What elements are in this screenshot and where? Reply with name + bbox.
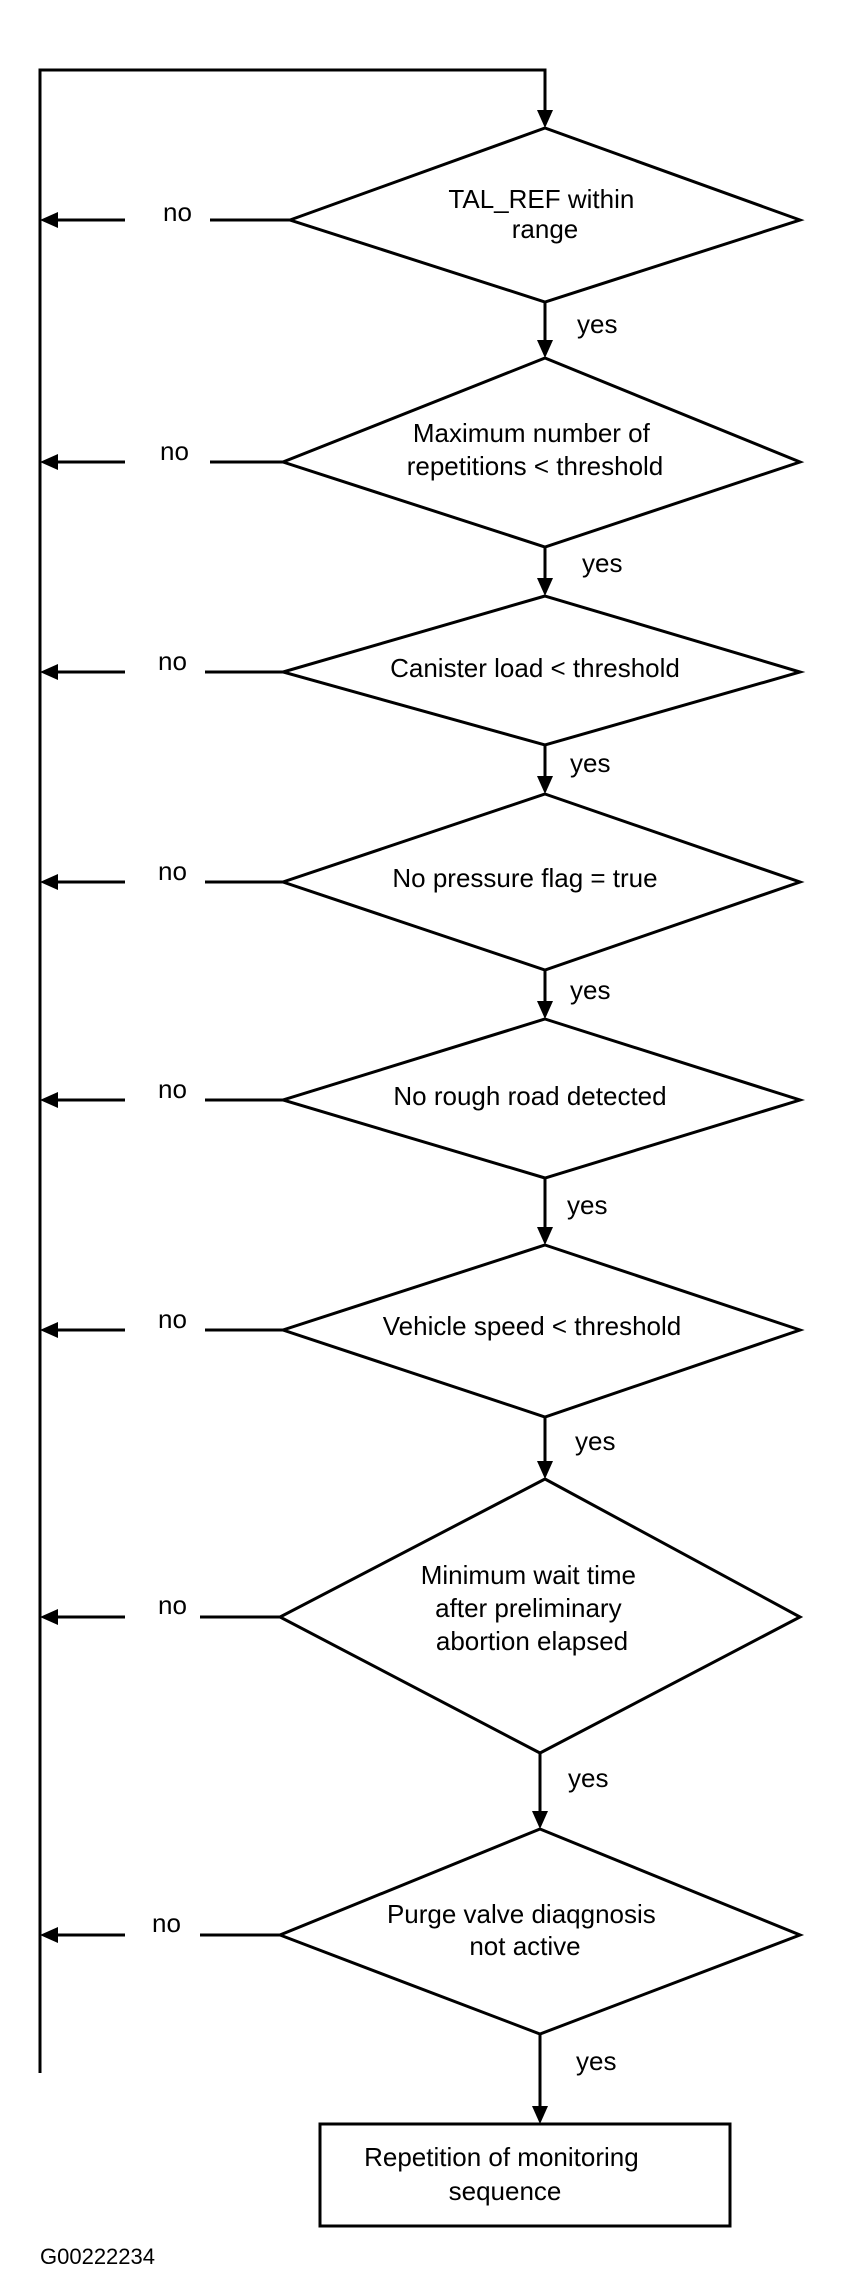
no-arrowhead bbox=[40, 1927, 58, 1943]
decision-minimum-wait-time: Minimum wait time after preliminary abor… bbox=[40, 1477, 804, 1829]
no-arrowhead bbox=[40, 1609, 58, 1625]
yes-arrowhead bbox=[537, 1461, 553, 1479]
decision-label: No rough road detected bbox=[393, 1081, 666, 1111]
decision-label: Purge valve diaqgnosis not active bbox=[387, 1899, 663, 1961]
decision-tal-ref-range: TAL_REF within range no yes bbox=[40, 126, 805, 358]
yes-arrowhead bbox=[537, 578, 553, 596]
no-arrowhead bbox=[40, 454, 58, 470]
decision-label: Maximum number of repetitions < threshol… bbox=[407, 418, 664, 481]
decision-max-repetitions: Maximum number of repetitions < threshol… bbox=[40, 356, 805, 596]
yes-arrowhead bbox=[532, 2106, 548, 2124]
process-label: Repetition of monitoring sequence bbox=[364, 2142, 646, 2206]
decision-label: Vehicle speed < threshold bbox=[383, 1311, 682, 1341]
yes-arrowhead bbox=[532, 1811, 548, 1829]
yes-arrowhead bbox=[537, 340, 553, 358]
decision-canister-load: Canister load < threshold no yes bbox=[40, 594, 806, 794]
yes-label: yes bbox=[568, 1763, 608, 1793]
no-arrowhead bbox=[40, 874, 58, 890]
no-label: no bbox=[158, 646, 187, 676]
yes-arrowhead bbox=[537, 1001, 553, 1019]
yes-label: yes bbox=[575, 1426, 615, 1456]
no-label: no bbox=[158, 1590, 187, 1620]
no-label: no bbox=[158, 856, 187, 886]
yes-label: yes bbox=[570, 975, 610, 1005]
loop-entry-arrowhead bbox=[537, 110, 553, 128]
decision-label: Minimum wait time after preliminary abor… bbox=[421, 1560, 643, 1656]
yes-label: yes bbox=[577, 309, 617, 339]
decision-label: Canister load < threshold bbox=[390, 653, 680, 683]
loop-back-line bbox=[38, 68, 547, 2073]
no-label: no bbox=[163, 197, 192, 227]
no-arrowhead bbox=[40, 664, 58, 680]
yes-label: yes bbox=[576, 2046, 616, 2076]
decision-purge-valve: Purge valve diaqgnosis not active no yes bbox=[40, 1827, 805, 2124]
yes-arrowhead bbox=[537, 1227, 553, 1245]
process-rect bbox=[318, 2122, 732, 2228]
no-arrowhead bbox=[40, 212, 58, 228]
decision-label: TAL_REF within range bbox=[448, 184, 641, 244]
end-process-box: Repetition of monitoring sequence bbox=[318, 2122, 732, 2228]
decision-label: No pressure flag = true bbox=[392, 863, 657, 893]
no-label: no bbox=[158, 1074, 187, 1104]
decision-no-pressure-flag: No pressure flag = true no yes bbox=[40, 792, 805, 1019]
no-label: no bbox=[158, 1304, 187, 1334]
no-label: no bbox=[152, 1908, 181, 1938]
yes-label: yes bbox=[570, 748, 610, 778]
decision-rough-road: No rough road detected no yes bbox=[40, 1017, 806, 1245]
figure-code: G00222234 bbox=[40, 2244, 155, 2269]
yes-label: yes bbox=[582, 548, 622, 578]
no-arrowhead bbox=[40, 1322, 58, 1338]
yes-label: yes bbox=[567, 1190, 607, 1220]
yes-arrowhead bbox=[537, 776, 553, 794]
decision-vehicle-speed: Vehicle speed < threshold no yes bbox=[40, 1243, 805, 1479]
no-arrowhead bbox=[40, 1092, 58, 1108]
no-label: no bbox=[160, 436, 189, 466]
